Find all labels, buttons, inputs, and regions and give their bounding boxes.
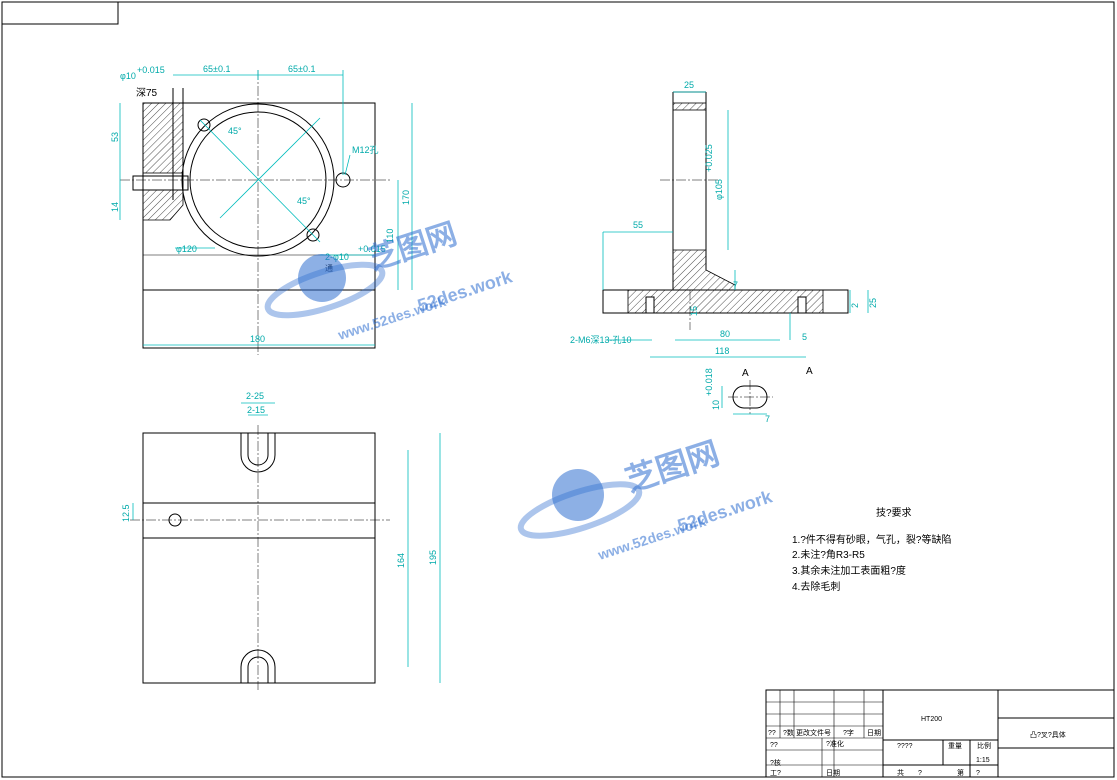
dim-12-5: 12.5	[121, 504, 131, 522]
dim-55: 55	[633, 220, 643, 230]
dim-53: 53	[110, 132, 120, 142]
dim-holes-tol: +0.015	[358, 244, 386, 254]
dim-ang1: 45°	[228, 126, 242, 136]
dim-phi105: φ105	[714, 179, 724, 200]
dim-phi120: φ120	[176, 244, 197, 254]
dim-110: 110	[385, 229, 395, 243]
dim-164: 164	[396, 553, 406, 568]
top-view: φ10 +0.015 深75 65±0.1 65±0.1 53 14 45° 4…	[110, 64, 413, 355]
dim-2-15: 2-15	[247, 405, 265, 415]
dim-180: 180	[250, 334, 265, 344]
note-2: 2.未注?角R3-R5	[792, 548, 865, 561]
tb-c12: 重量	[948, 742, 962, 750]
tb-c14: 共	[897, 768, 904, 777]
dim-side-25top: 25	[684, 80, 694, 90]
section-label-right: A	[806, 366, 813, 377]
note-4: 4.去除毛刺	[792, 580, 840, 593]
watermark-2-cn: 芝图网	[621, 435, 723, 499]
dim-170: 170	[401, 190, 411, 205]
notes-title: 技?要求	[876, 506, 912, 519]
dim-195: 195	[428, 550, 438, 565]
dim-a-10: 10	[711, 400, 721, 410]
watermark-2: 芝图网 52des.work www.52des.work	[517, 435, 775, 563]
tb-c5: 日期	[867, 729, 881, 737]
dim-depth: 深75	[136, 87, 158, 99]
dim-ang2: 45°	[297, 196, 311, 206]
dim-m6: 2-M6深13-孔10	[570, 335, 632, 345]
section-label-left: A	[742, 368, 749, 379]
tb-c17: ?	[976, 770, 980, 777]
dim-d10-tol: +0.015	[137, 65, 165, 75]
dim-14: 14	[110, 202, 120, 212]
dim-right65: 65±0.1	[288, 64, 315, 74]
dim-holes: 2-φ10	[325, 252, 349, 262]
dim-a-10-tol: +0.018	[704, 368, 714, 396]
section-a: A A 10 +0.018 7	[704, 366, 813, 424]
dim-15: 15	[689, 306, 699, 316]
dim-7: 7	[733, 280, 738, 290]
tb-c7: ?准化	[826, 739, 844, 748]
dim-118: 118	[715, 346, 729, 356]
dim-a-7: 7	[765, 414, 770, 424]
note-1: 1.?件不得有砂眼，气孔，裂?等缺陷	[792, 533, 951, 546]
tb-c1: ??	[768, 730, 776, 737]
tb-c16: 第	[957, 768, 964, 777]
tb-c8: ?核	[770, 758, 781, 767]
tb-c13: 比例	[977, 741, 991, 750]
dim-2: 2	[850, 303, 860, 308]
bottom-view: 2-25 2-15 12.5 164 195	[121, 391, 441, 690]
tb-c15: ?	[918, 770, 922, 777]
tb-c9: 工?	[770, 770, 781, 777]
tb-c3: 更改文件号	[796, 728, 831, 737]
dim-5: 5	[802, 332, 807, 342]
tb-c2: ?数	[783, 728, 794, 737]
dim-80: 80	[720, 329, 730, 339]
corner-box	[2, 2, 119, 25]
dim-25r: 25	[868, 298, 878, 308]
note-3: 3.其余未注加工表面粗?度	[792, 564, 906, 577]
side-view: 25 φ105 +0.025 55 7 2 25 2-M6深13-孔10 80 …	[570, 80, 878, 358]
tb-c10: 日期	[826, 769, 840, 777]
tb-material: HT200	[921, 716, 942, 723]
tb-part-name: 凸?叉?具体	[1030, 730, 1066, 739]
dim-phi105-tol: +0.025	[704, 144, 714, 172]
watermark-2-url2: www.52des.work	[595, 513, 708, 563]
dim-2-25: 2-25	[246, 391, 264, 401]
tb-c6: ??	[770, 742, 778, 749]
watermark-1-cn: 芝图网	[365, 217, 461, 276]
dim-d10: φ10	[120, 71, 136, 81]
tb-c4: ?字	[843, 728, 854, 737]
dim-left65: 65±0.1	[203, 64, 230, 74]
tb-scale: 1:15	[976, 757, 990, 764]
title-block: HT200 凸?叉?具体 1:15 ?? ?数 更改文件号 ?字 日期 ?? ?…	[765, 689, 1115, 778]
tb-c11: ????	[897, 743, 913, 750]
dim-m12: M12孔	[352, 145, 379, 155]
technical-notes: 技?要求 1.?件不得有砂眼，气孔，裂?等缺陷 2.未注?角R3-R5 3.其余…	[792, 506, 951, 593]
